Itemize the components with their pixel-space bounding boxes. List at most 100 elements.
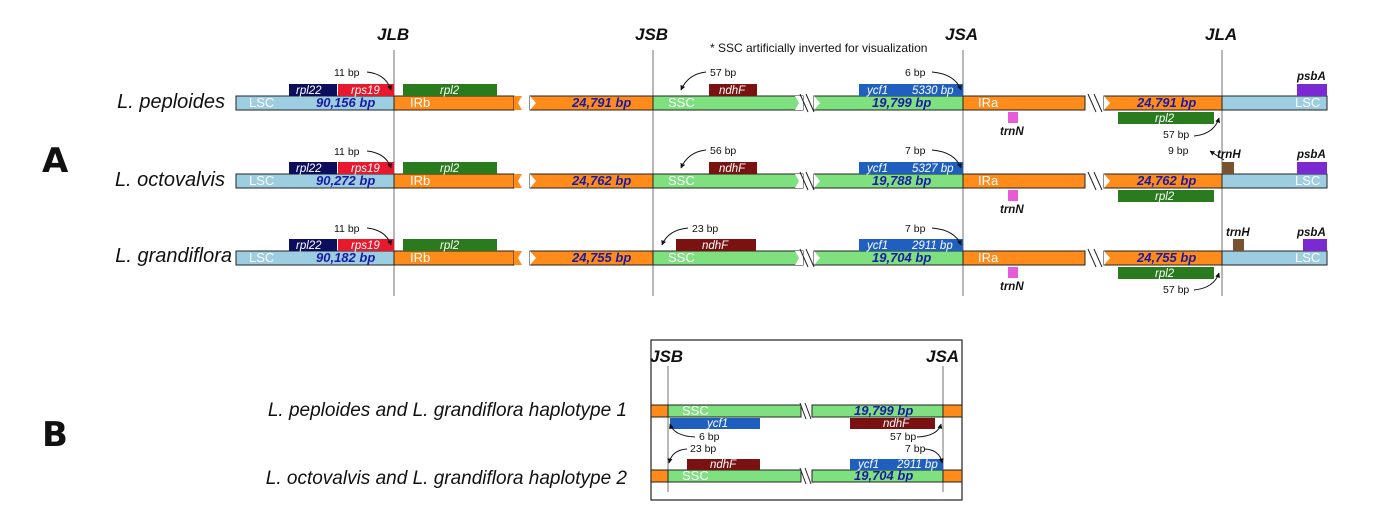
ira-segment [962, 95, 1086, 111]
arrow-rps19 [366, 71, 393, 91]
gene-label-trnH: trnH [1226, 227, 1250, 239]
row-l-peploides: L. peploides LSC 90,156 bp IRb 24,791 bp… [117, 67, 1328, 141]
ssc-size: 19,799 bp [872, 95, 931, 110]
junction-label-jlb: JLB [377, 25, 409, 44]
break-mark [1104, 96, 1110, 110]
gene-ndhF [709, 162, 757, 174]
gene-trnN [1008, 112, 1018, 123]
region-label-lsc-right: LSC [1295, 173, 1320, 188]
haplotype-2-row: L. octovalvis and L. grandiflora haploty… [266, 443, 963, 489]
gene-label-trnH: trnH [1217, 149, 1241, 161]
row-l-grandiflora: L. grandiflora LSC 90,182 bp IRb 24,755 … [115, 223, 1328, 296]
ir-size: 24,791 bp [571, 95, 631, 110]
gene-label-rpl2: rpl2 [440, 85, 460, 97]
ir-segment [650, 469, 669, 483]
break-mark [814, 174, 820, 188]
ndhF-distance: 57 bp [710, 67, 736, 79]
junction-label-jsa-b: JSA [926, 347, 959, 366]
gene-trnN [1008, 267, 1018, 278]
lsc-segment-right [1221, 250, 1328, 266]
left-distance: 23 bp [690, 443, 716, 455]
break-mark [795, 174, 803, 188]
break-mark [805, 93, 815, 113]
ira-segment [962, 250, 1086, 266]
haplotype-label: L. octovalvis and L. grandiflora haploty… [266, 468, 628, 489]
junction-label-jsb-b: JSB [650, 347, 683, 366]
region-label-lsc: LSC [249, 173, 274, 188]
lsc-size: 90,156 bp [316, 95, 375, 110]
break-mark [1093, 171, 1103, 191]
gene-rps19 [338, 84, 394, 96]
trnH-distance: 9 bp [1168, 145, 1189, 157]
gene-label-ndhF: ndhF [883, 418, 910, 430]
gene-label-rpl22: rpl22 [296, 85, 322, 97]
break-mark [530, 251, 536, 265]
lsc-segment-right [1221, 173, 1328, 189]
break-mark [799, 171, 809, 191]
region-label-lsc-right: LSC [1295, 250, 1320, 265]
gene-ycf1 [859, 162, 963, 174]
break-mark [1104, 174, 1110, 188]
break-mark [1104, 251, 1110, 265]
haplotype-label: L. peploides and L. grandiflora haplotyp… [268, 400, 627, 421]
gene-label-rpl22: rpl22 [296, 240, 322, 252]
break-mark [805, 248, 815, 268]
gene-label-ycf1: ycf1 [866, 85, 888, 97]
rps19-distance: 11 bp [334, 146, 360, 158]
arrow-rps19 [366, 227, 392, 246]
lsc-segment-right [1221, 95, 1328, 111]
arrow-left [667, 448, 688, 464]
break-mark [799, 93, 809, 113]
gene-rps19 [338, 239, 394, 251]
haplotype-1-row: L. peploides and L. grandiflora haplotyp… [268, 400, 963, 443]
break-mark [1093, 248, 1103, 268]
ycf1-length: 5330 bp [912, 85, 954, 97]
gene-label-ndhF: ndhF [710, 459, 737, 471]
gene-rpl2-right [1118, 112, 1214, 124]
gene-label-rpl2-right: rpl2 [1155, 268, 1175, 280]
junction-label-jsb: JSB [635, 25, 668, 44]
gene-psbA [1297, 162, 1327, 174]
junction-label-jsa: JSA [945, 25, 978, 44]
break-mark [814, 251, 820, 265]
arrow-rpl2 [1193, 272, 1220, 291]
ir-size: 24,755 bp [571, 250, 631, 265]
gene-rpl2-right [1118, 267, 1214, 279]
arrow-ndhF [661, 227, 689, 246]
arrow-right [916, 423, 943, 438]
arrow-ycf1 [931, 149, 962, 169]
gene-label-rps19: rps19 [351, 240, 380, 252]
gene-label-rpl2: rpl2 [440, 240, 460, 252]
ycf1-distance: 7 bp [905, 223, 926, 235]
break-mark [799, 402, 807, 420]
ir-segment [650, 404, 669, 418]
region-label-irb: IRb [410, 173, 430, 188]
gene-trnN [1008, 190, 1018, 201]
right-distance: 7 bp [905, 443, 926, 455]
gene-label-ycf1: ycf1 [866, 163, 888, 175]
break-mark [799, 467, 807, 485]
gene-psbA [1297, 84, 1327, 96]
arrow-ycf1 [931, 71, 962, 91]
break-mark [1093, 93, 1103, 113]
region-label-lsc: LSC [249, 95, 274, 110]
gene-label-ndhF: ndhF [719, 163, 746, 175]
break-mark [514, 251, 522, 265]
gene-label-psbA: psbA [1296, 227, 1326, 239]
row-l-octovalvis: L. octovalvis LSC 90,272 bp IRb 24,762 b… [115, 145, 1328, 216]
panel-b-frame [650, 339, 963, 501]
gene-rpl2 [403, 162, 497, 174]
panel-label-b: B [42, 415, 68, 455]
ir-size-right: 24,755 bp [1136, 250, 1196, 265]
gene-ycf1 [859, 239, 963, 251]
gene-rps19 [338, 162, 394, 174]
ssc-size: 19,788 bp [872, 173, 931, 188]
gene-label-ndhF: ndhF [719, 85, 746, 97]
gene-label-ycf1: ycf1 [857, 459, 879, 471]
gene-rpl22 [289, 162, 337, 174]
gene-label-rpl2-right: rpl2 [1155, 113, 1175, 125]
ir-size-right: 24,762 bp [1136, 173, 1196, 188]
break-mark [530, 96, 536, 110]
region-label-lsc: LSC [249, 250, 274, 265]
gene-label-trnN: trnN [1000, 281, 1024, 293]
